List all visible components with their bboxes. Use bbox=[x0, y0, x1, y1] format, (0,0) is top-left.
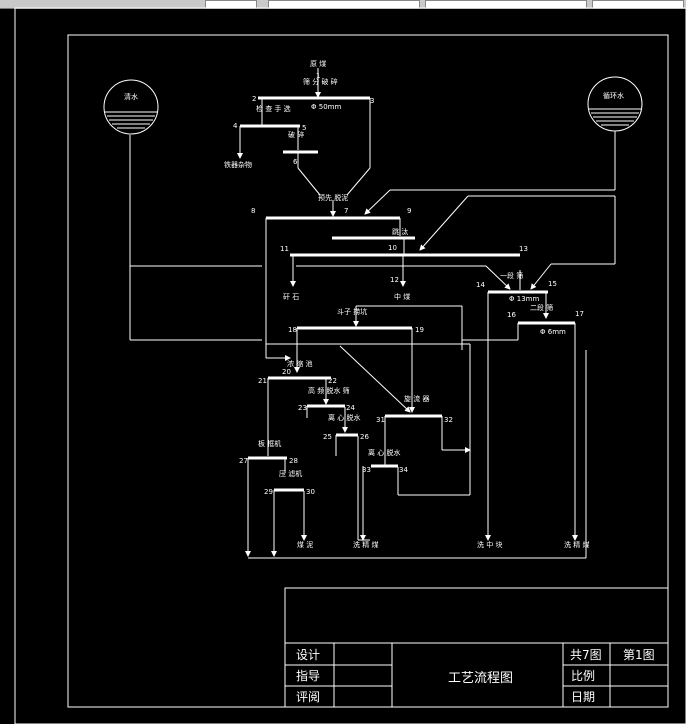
tb-guide: 指导 bbox=[296, 668, 320, 683]
tb-sheet-no: 第1图 bbox=[623, 648, 655, 662]
node-number: 11 bbox=[280, 245, 289, 253]
label-jig: 跳 汰 bbox=[392, 227, 408, 236]
node-number: 30 bbox=[306, 488, 315, 496]
tb-total-sheets: 共7图 bbox=[570, 648, 602, 662]
label-crush: 破 碎 bbox=[288, 130, 304, 139]
node-number: 31 bbox=[376, 416, 385, 424]
node-number: 18 bbox=[288, 326, 297, 334]
node-number: 20 bbox=[282, 368, 291, 376]
label-centrifuge2: 离 心 脱水 bbox=[368, 448, 400, 457]
node-number: 2 bbox=[252, 95, 256, 103]
node-number: 8 bbox=[251, 207, 255, 215]
flowsheet-labels: 原 煤 筛 分 破 碎 Φ 50mm 检 查 手 选 破 碎 铁器杂物 预先 脱… bbox=[224, 59, 589, 549]
tank-circulating-water: 循环水 bbox=[587, 76, 643, 132]
tank-right-label: 循环水 bbox=[603, 91, 624, 100]
node-number: 12 bbox=[390, 276, 399, 284]
drawing-frame bbox=[67, 34, 669, 708]
label-stage1: 一段 筛 bbox=[500, 271, 523, 280]
node-number: 15 bbox=[548, 280, 557, 288]
tb-date: 日期 bbox=[571, 690, 595, 704]
label-grab: 斗子 捞坑 bbox=[337, 307, 367, 316]
sheet-outer-border bbox=[14, 7, 686, 724]
label-size50: Φ 50mm bbox=[311, 103, 341, 111]
node-number: 21 bbox=[258, 377, 267, 385]
node-number: 29 bbox=[264, 488, 273, 496]
label-middlings: 中 煤 bbox=[394, 292, 410, 301]
node-number: 27 bbox=[239, 457, 248, 465]
label-pick-select: 检 查 手 选 bbox=[256, 104, 291, 113]
label-dewater-screen: 高 频 脱水 筛 bbox=[308, 386, 350, 395]
label-screen-crush: 筛 分 破 碎 bbox=[303, 77, 338, 86]
node-number: 5 bbox=[302, 124, 306, 132]
node-number: 26 bbox=[360, 433, 369, 441]
title-block: 设计 指导 评阅 工艺流程图 共7图 第1图 比例 日期 bbox=[284, 587, 669, 708]
label-filter: 板 框机 bbox=[258, 439, 281, 448]
node-number: 14 bbox=[476, 281, 485, 289]
flowsheet-lines bbox=[129, 68, 616, 559]
node-numbers: 1 2 3 4 5 6 7 8 9 10 11 12 13 14 15 16 1… bbox=[233, 72, 584, 496]
label-iron-debris: 铁器杂物 bbox=[224, 160, 252, 169]
node-number: 24 bbox=[346, 404, 355, 412]
label-centrifuge: 离 心 脱水 bbox=[328, 413, 360, 422]
node-number: 23 bbox=[298, 404, 307, 412]
label-deslime: 预先 脱泥 bbox=[318, 193, 348, 202]
label-size6: Φ 6mm bbox=[540, 328, 566, 336]
node-number: 10 bbox=[388, 244, 397, 252]
label-product-clean: 洗 精 煤 bbox=[564, 540, 589, 549]
node-number: 17 bbox=[575, 310, 584, 318]
node-number: 16 bbox=[507, 311, 516, 319]
node-number: 28 bbox=[289, 457, 298, 465]
label-raw-coal: 原 煤 bbox=[310, 59, 326, 68]
label-press: 压 滤机 bbox=[279, 469, 302, 478]
label-product-fine: 洗 精 煤 bbox=[353, 540, 378, 549]
node-number: 32 bbox=[444, 416, 453, 424]
node-number: 22 bbox=[328, 377, 337, 385]
node-number: 3 bbox=[370, 97, 374, 105]
node-number: 1 bbox=[316, 72, 320, 80]
label-gangue: 矸 石 bbox=[283, 293, 299, 301]
tb-drawing-title: 工艺流程图 bbox=[448, 671, 513, 686]
label-conc-pool: 浓 缩 池 bbox=[287, 359, 312, 368]
label-stage2: 二段 筛 bbox=[530, 303, 553, 312]
tank-left-label: 清水 bbox=[124, 92, 138, 101]
node-number: 25 bbox=[323, 433, 332, 441]
node-number: 19 bbox=[415, 326, 424, 334]
node-number: 9 bbox=[407, 207, 411, 215]
tank-clear-water: 清水 bbox=[103, 79, 159, 135]
node-number: 33 bbox=[362, 466, 371, 474]
tb-design: 设计 bbox=[296, 648, 320, 662]
tb-scale: 比例 bbox=[571, 669, 595, 683]
node-number: 7 bbox=[344, 207, 348, 215]
label-hyd-cyclone: 旋 流 器 bbox=[404, 394, 429, 403]
node-number: 6 bbox=[293, 158, 298, 166]
label-size13: Φ 13mm bbox=[509, 295, 539, 303]
node-number: 34 bbox=[399, 466, 408, 474]
node-number: 4 bbox=[233, 122, 238, 130]
label-product-block: 洗 中 块 bbox=[477, 540, 502, 549]
node-number: 13 bbox=[519, 245, 528, 253]
label-product-slime: 煤 泥 bbox=[297, 540, 313, 549]
tb-review: 评阅 bbox=[296, 690, 320, 704]
